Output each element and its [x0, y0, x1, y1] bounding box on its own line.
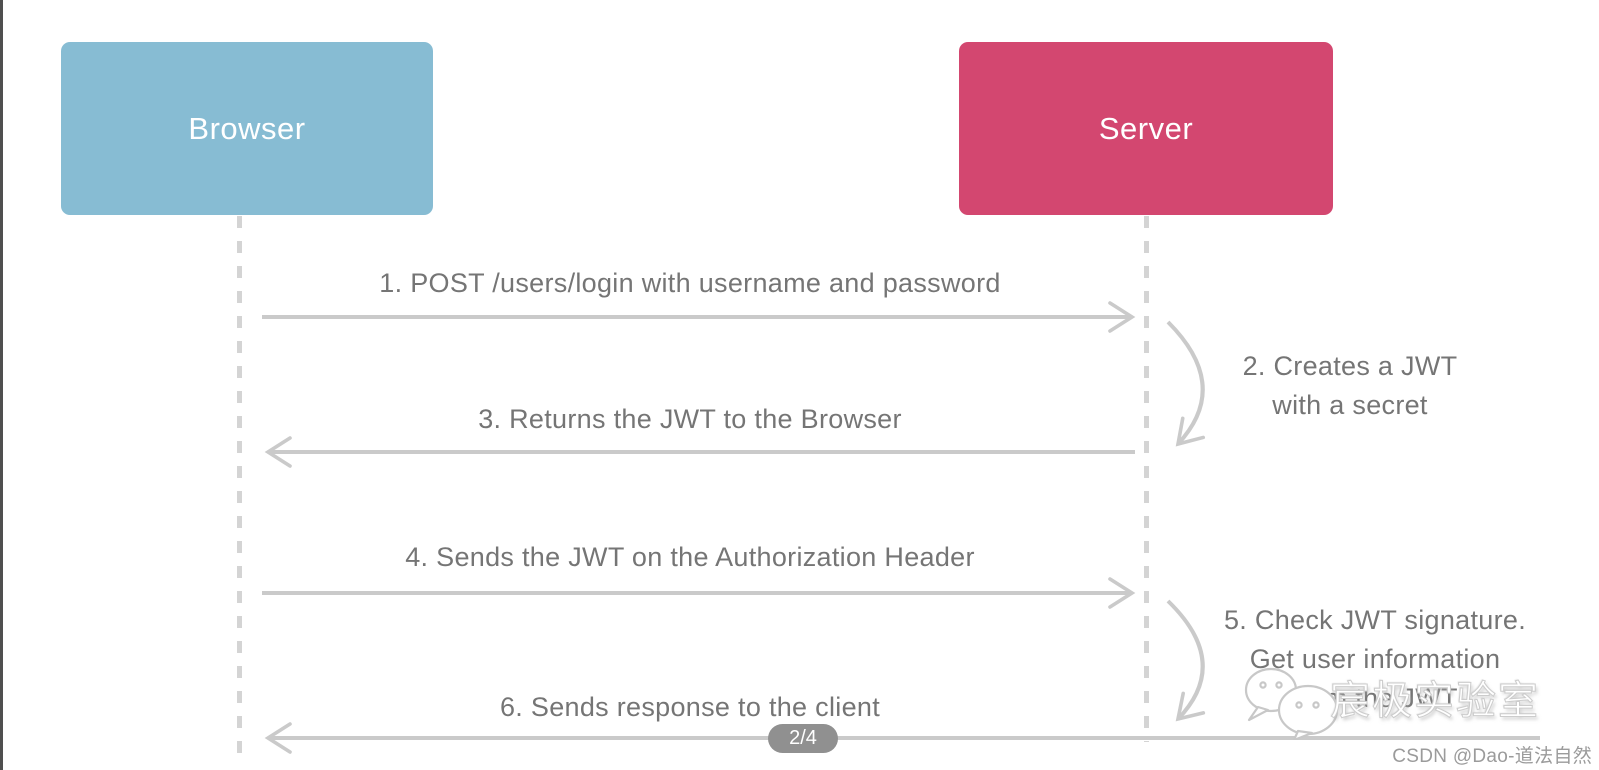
message-6-label: 6. Sends response to the client — [499, 692, 881, 722]
csdn-credit: CSDN @Dao-道法自然 — [1392, 746, 1592, 767]
message-4-label: 4. Sends the JWT on the Authorization He… — [405, 542, 975, 572]
actor-box-browser: Browser — [61, 42, 433, 215]
actor-label-browser: Browser — [188, 110, 306, 146]
arrow-msg2-selfloop — [1166, 320, 1206, 447]
message-2-label: 2. Creates a JWT with a secret — [1242, 351, 1458, 420]
wechat-icon — [1244, 667, 1339, 740]
message-1-label: 1. POST /users/login with username and p… — [379, 268, 1001, 298]
message-3-label: 3. Returns the JWT to the Browser — [478, 404, 902, 434]
actor-label-server: Server — [1098, 110, 1194, 146]
lifeline-server — [1144, 216, 1149, 742]
left-edge-line — [0, 0, 3, 770]
watermark-text: 宸极实验室 — [1330, 679, 1540, 724]
lifeline-browser — [237, 216, 242, 762]
pagination-badge: 2/4 — [768, 724, 838, 753]
actor-box-server: Server — [959, 42, 1333, 215]
watermark: 宸极实验室 — [1238, 656, 1599, 746]
arrow-msg5-selfloop — [1166, 599, 1206, 722]
